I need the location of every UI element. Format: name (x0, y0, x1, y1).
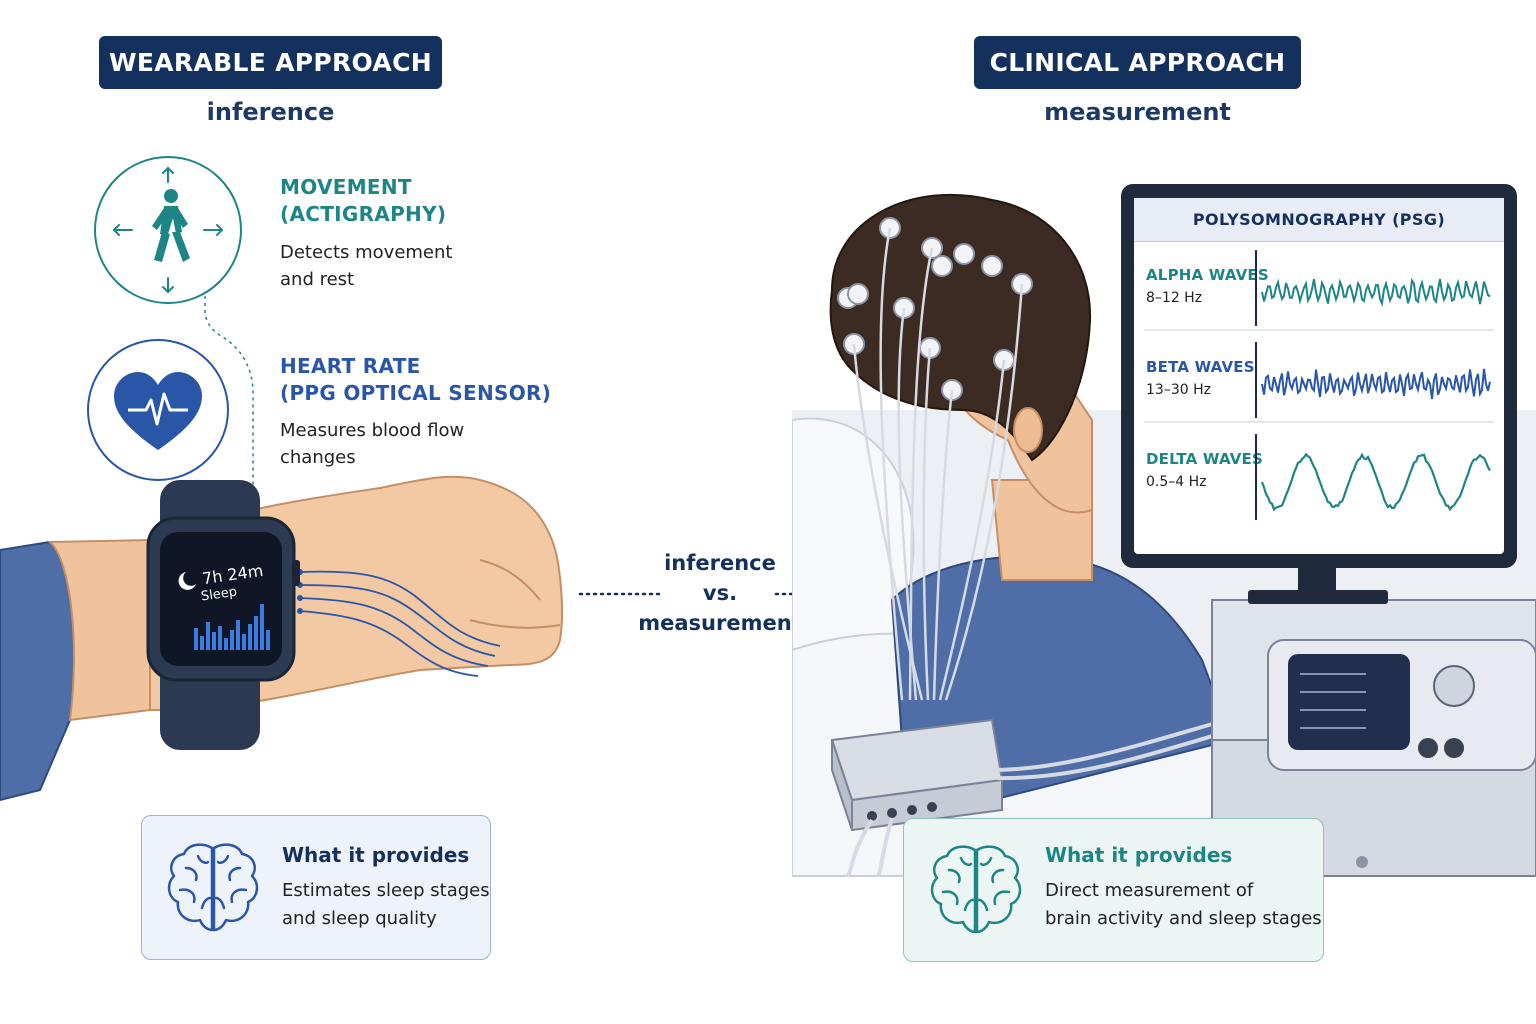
clinical-provides-card (903, 818, 1324, 962)
clinical-scene (792, 193, 1536, 878)
alpha-wave-label: ALPHA WAVES (1146, 266, 1269, 284)
wearable-heading: WEARABLE APPROACH (99, 36, 442, 89)
delta-wave-freq: 0.5–4 Hz (1146, 474, 1207, 490)
heart-rate-icon (87, 339, 229, 481)
clinical-heading: CLINICAL APPROACH (974, 36, 1301, 89)
movement-icon (94, 156, 242, 304)
wearable-card-title: What it provides (282, 843, 470, 867)
inference-vs-measurement: inference vs. measurement (638, 551, 802, 635)
heart-rate-description: Measures blood flow changes (280, 420, 465, 468)
heart-rate-title: HEART RATE (PPG OPTICAL SENSOR) (280, 354, 552, 405)
wearable-provides-card (141, 815, 491, 960)
connector-dotted-line (204, 296, 254, 536)
clinical-subheading: measurement (1044, 98, 1231, 126)
wearable-card-text: Estimates sleep stages and sleep quality (282, 880, 490, 929)
brain-icon (930, 845, 1022, 934)
psg-screen (1134, 198, 1504, 554)
psg-waveforms (1144, 250, 1494, 520)
clinical-card-title: What it provides (1045, 843, 1233, 867)
brain-icon (167, 843, 259, 932)
movement-description: Detects movement and rest (280, 242, 453, 290)
psg-screen-header (1134, 198, 1504, 242)
beta-wave-freq: 13–30 Hz (1146, 382, 1211, 398)
movement-title: MOVEMENT (ACTIGRAPHY) (280, 175, 447, 226)
wrist-illustration (0, 475, 564, 802)
wearable-subheading: inference (206, 98, 335, 126)
delta-wave-label: DELTA WAVES (1146, 450, 1263, 468)
alpha-wave-freq: 8–12 Hz (1146, 290, 1203, 306)
psg-title: POLYSOMNOGRAPHY (PSG) (1192, 210, 1446, 229)
beta-wave-label: BETA WAVES (1146, 358, 1255, 376)
center-dotted-left (578, 592, 666, 596)
clinical-card-text: Direct measurement of brain activity and… (1045, 880, 1322, 929)
